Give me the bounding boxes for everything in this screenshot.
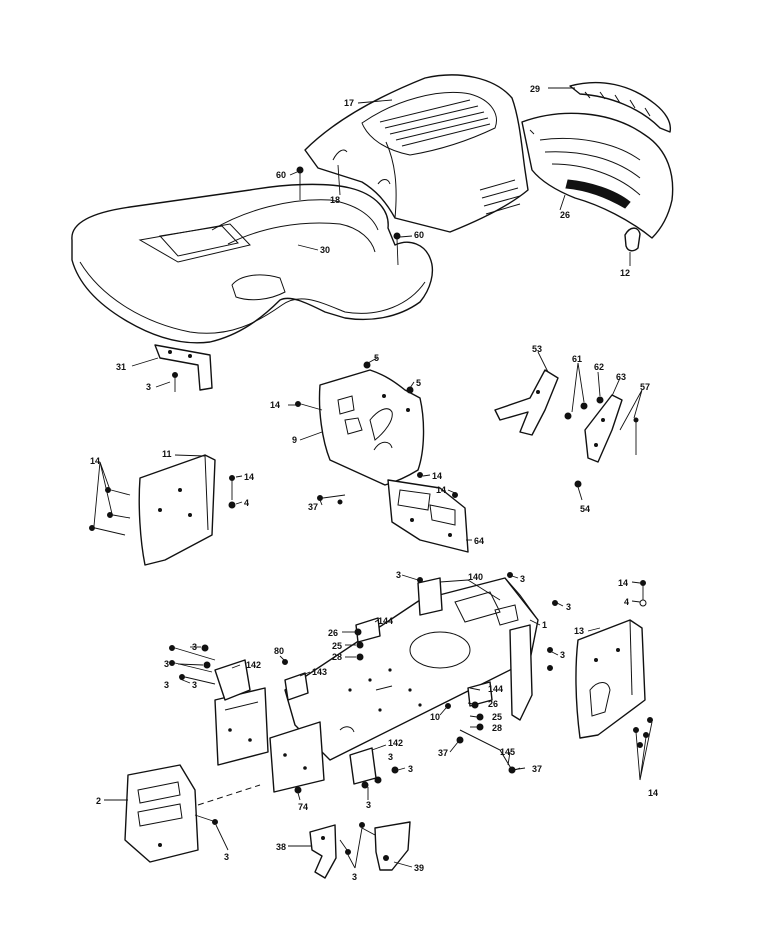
callout-14: 14 <box>432 471 442 481</box>
callout-3: 3 <box>164 659 169 669</box>
callout-14: 14 <box>618 578 628 588</box>
callout-10: 10 <box>430 712 440 722</box>
plate-part-2 <box>124 764 199 863</box>
lens-part-12 <box>624 227 641 252</box>
callout-57: 57 <box>640 382 650 392</box>
callout-26: 26 <box>560 210 570 220</box>
bracket-part-39 <box>374 821 411 871</box>
callout-3: 3 <box>146 382 151 392</box>
callout-25: 25 <box>492 712 502 722</box>
bracket-part-63 <box>584 394 623 463</box>
callout-4: 4 <box>624 597 629 607</box>
callout-3: 3 <box>352 872 357 882</box>
plate-part-140 <box>417 577 443 616</box>
bracket-part-142a <box>214 659 251 701</box>
callout-3: 3 <box>192 680 197 690</box>
callout-142: 142 <box>388 738 403 748</box>
callout-13: 13 <box>574 626 584 636</box>
callout-145: 145 <box>500 747 515 757</box>
callout-60: 60 <box>276 170 286 180</box>
callout-142: 142 <box>246 660 261 670</box>
callout-5: 5 <box>416 378 421 388</box>
callout-140: 140 <box>468 572 483 582</box>
callout-3: 3 <box>224 852 229 862</box>
grille-part-26 <box>521 112 674 239</box>
frame-part-1 <box>214 577 539 793</box>
callout-80: 80 <box>274 646 284 656</box>
body-part-30 <box>71 183 434 344</box>
callout-11: 11 <box>162 449 172 459</box>
callout-3: 3 <box>164 680 169 690</box>
callout-144: 144 <box>488 684 503 694</box>
callout-17: 17 <box>344 98 354 108</box>
callout-31: 31 <box>116 362 126 372</box>
callout-1: 1 <box>542 620 547 630</box>
callout-18: 18 <box>330 195 340 205</box>
callout-3: 3 <box>396 570 401 580</box>
bracket-part-38 <box>309 824 337 879</box>
callout-29: 29 <box>530 84 540 94</box>
callout-37: 37 <box>438 748 448 758</box>
callout-39: 39 <box>414 863 424 873</box>
bracket-part-53 <box>494 369 559 436</box>
callout-labels: 17 29 60 18 26 60 30 12 31 3 5 5 53 61 6… <box>90 84 658 882</box>
callout-3: 3 <box>520 574 525 584</box>
callout-37: 37 <box>308 502 318 512</box>
bracket-part-31 <box>154 344 213 391</box>
callout-64: 64 <box>474 536 484 546</box>
callout-2: 2 <box>96 796 101 806</box>
callout-14: 14 <box>244 472 254 482</box>
callout-12: 12 <box>620 268 630 278</box>
bracket-part-143 <box>284 672 309 701</box>
callout-3: 3 <box>560 650 565 660</box>
callout-144: 144 <box>378 616 393 626</box>
grille-trim-part-29 <box>569 81 672 133</box>
callout-74: 74 <box>298 802 308 812</box>
callout-3: 3 <box>408 764 413 774</box>
callout-26: 26 <box>488 699 498 709</box>
callout-4: 4 <box>244 498 249 508</box>
bracket-part-144b <box>467 681 493 707</box>
callout-63: 63 <box>616 372 626 382</box>
callout-28: 28 <box>332 652 342 662</box>
bracket-part-142b <box>349 747 377 785</box>
leader-lines <box>93 87 653 869</box>
callout-28: 28 <box>492 723 502 733</box>
hood-part-17 <box>304 74 529 233</box>
callout-26: 26 <box>328 628 338 638</box>
side-panel-part-11 <box>138 454 216 566</box>
callout-53: 53 <box>532 344 542 354</box>
dash-panel-part-9 <box>318 369 425 486</box>
callout-3: 3 <box>566 602 571 612</box>
callout-62: 62 <box>594 362 604 372</box>
callout-14: 14 <box>436 485 446 495</box>
callout-3: 3 <box>388 752 393 762</box>
callout-5: 5 <box>374 353 379 363</box>
bracket-part-144a <box>355 617 381 643</box>
callout-38: 38 <box>276 842 286 852</box>
side-panel-part-13 <box>575 619 646 739</box>
console-part-64 <box>387 479 469 553</box>
callout-9: 9 <box>292 435 297 445</box>
callout-143: 143 <box>312 667 327 677</box>
callout-30: 30 <box>320 245 330 255</box>
callout-54: 54 <box>580 504 590 514</box>
callout-14: 14 <box>90 456 100 466</box>
callout-14: 14 <box>648 788 658 798</box>
callout-60: 60 <box>414 230 424 240</box>
callout-25: 25 <box>332 641 342 651</box>
callout-61: 61 <box>572 354 582 364</box>
callout-37: 37 <box>532 764 542 774</box>
callout-14: 14 <box>270 400 280 410</box>
callout-3: 3 <box>192 642 197 652</box>
callout-3: 3 <box>366 800 371 810</box>
